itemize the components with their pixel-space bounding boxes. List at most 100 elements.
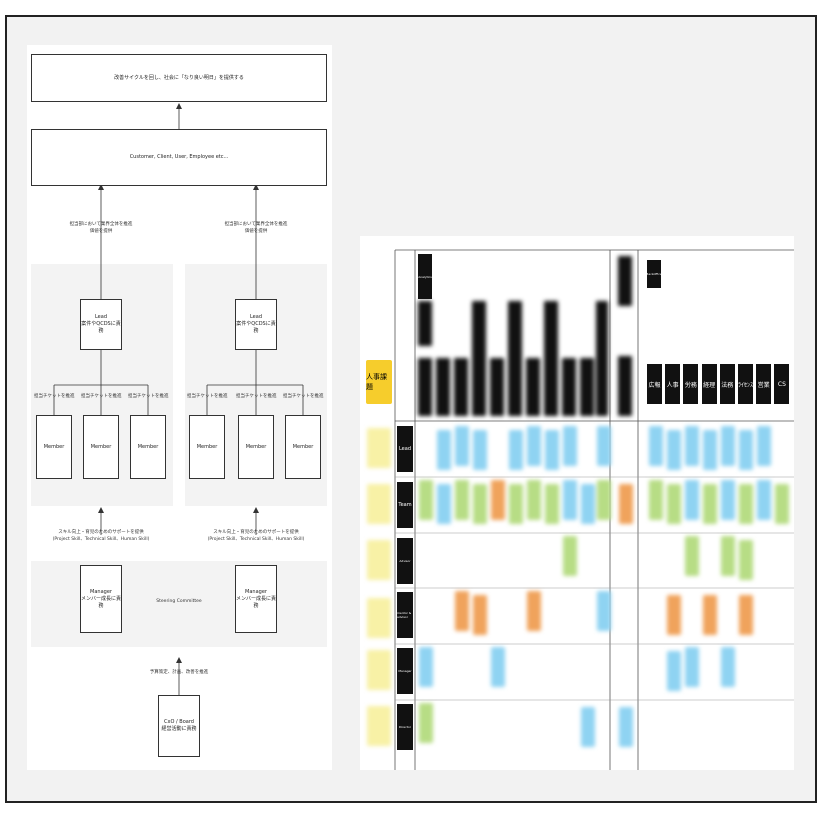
- sticky-note: [685, 480, 699, 520]
- board-box: CxO / Board 経営活動に責務: [158, 695, 200, 757]
- analytics-tag: Analytics: [418, 254, 432, 299]
- sticky-note: [455, 480, 469, 520]
- org-diagram-panel: 改善サイクルを回し、社会に「なり良い明日」を提供する Customer, Cli…: [27, 45, 332, 770]
- dept-label: 営業: [756, 364, 772, 404]
- sticky-note: [563, 426, 577, 466]
- manager-box-right: Manager メンバー成長に責務: [235, 565, 277, 633]
- ticket-label: 担当チケットを推進: [34, 394, 75, 399]
- dept-label: 法務: [719, 364, 735, 404]
- member-box: Member: [36, 415, 72, 479]
- sticky-note: [527, 591, 541, 631]
- sticky-note: [473, 430, 487, 470]
- row-label: Director: [397, 704, 413, 750]
- customer-text: Customer, Client, User, Employee etc...: [129, 154, 229, 160]
- sticky-note: [739, 540, 753, 580]
- sticky-note: [667, 595, 681, 635]
- steering-committee-label: Steering Committee: [156, 599, 202, 604]
- manager-text: Manager メンバー成長に責務: [81, 588, 122, 609]
- sticky-note: [739, 484, 753, 524]
- sticky-note: [545, 484, 559, 524]
- dept-label: 広報: [647, 364, 662, 404]
- sticky-note: [527, 480, 541, 520]
- ticket-label: 担当チケットを推進: [187, 394, 228, 399]
- sticky-note: [685, 536, 699, 576]
- sticky-note: [757, 426, 771, 466]
- lead-box-right: Lead 案件やQCDSに責務: [235, 299, 277, 350]
- member-box: Member: [83, 415, 119, 479]
- dept-label: CS: [774, 364, 790, 404]
- skill-text-right: スキル向上・育児のためのサポートを提供 (Project Skill、Techn…: [207, 530, 305, 542]
- ticket-label: 担当チケットを推進: [128, 394, 169, 399]
- sticky-note: [419, 480, 433, 520]
- row-label: Manager: [397, 648, 413, 694]
- skill-text-left: スキル向上・育児のためのサポートを提供 (Project Skill、Techn…: [52, 530, 150, 542]
- value-text-left: 担当部において業界全体を推進 価値を提供: [69, 222, 133, 234]
- sticky-note: [419, 703, 433, 743]
- sticky-note: [721, 536, 735, 576]
- customer-box: Customer, Client, User, Employee etc...: [31, 129, 327, 186]
- sticky-note: [721, 480, 735, 520]
- row-label: mentor & advisor: [397, 592, 413, 638]
- sticky-note: [757, 480, 771, 520]
- vision-text: 改善サイクルを回し、社会に「なり良い明日」を提供する: [114, 74, 244, 81]
- manager-box-left: Manager メンバー成長に責務: [80, 565, 122, 633]
- board-label: CxO / Board 経営活動に責務: [161, 719, 197, 732]
- sticky-note: [619, 707, 633, 747]
- sticky-note: [667, 651, 681, 691]
- sticky-note: [545, 430, 559, 470]
- hr-issue-tag: 人事課題: [366, 360, 392, 404]
- member-box: Member: [130, 415, 166, 479]
- sticky-note: [775, 484, 789, 524]
- sticky-note: [649, 480, 663, 520]
- sticky-note: [597, 480, 611, 520]
- sticky-note: [703, 484, 717, 524]
- sticky-note: [619, 484, 633, 524]
- member-text: Member: [292, 443, 314, 450]
- sticky-note: [473, 484, 487, 524]
- dept-label: ﾗｲｾﾝｽ: [738, 364, 753, 404]
- member-text: Member: [90, 443, 112, 450]
- member-text: Member: [137, 443, 159, 450]
- matrix-board-panel: Analytics Backoffice 人事課題 広報人事労務経理法務ﾗｲｾﾝ…: [360, 236, 794, 770]
- value-text-right: 担当部において業界全体を推進 価値を提供: [224, 222, 288, 234]
- lead-text: Lead 案件やQCDSに責務: [81, 314, 121, 334]
- sticky-note: [721, 647, 735, 687]
- row-label: Lead: [397, 426, 413, 472]
- dept-label: 経理: [701, 364, 717, 404]
- row-label: Advisor: [397, 538, 413, 584]
- member-text: Member: [196, 443, 218, 450]
- sticky-note: [703, 595, 717, 635]
- diagram-connectors: [53, 103, 304, 695]
- sticky-note: [667, 484, 681, 524]
- manager-text: Manager メンバー成長に責務: [236, 588, 277, 609]
- sticky-note: [703, 430, 717, 470]
- sticky-note: [563, 480, 577, 520]
- sticky-note: [509, 430, 523, 470]
- member-box: Member: [189, 415, 225, 479]
- sticky-note: [437, 484, 451, 524]
- sticky-note: [491, 647, 505, 687]
- lead-box-left: Lead 案件やQCDSに責務: [80, 299, 122, 350]
- vision-box: 改善サイクルを回し、社会に「なり良い明日」を提供する: [31, 54, 327, 102]
- sticky-note: [419, 647, 433, 687]
- sticky-note: [597, 591, 611, 631]
- ticket-label: 担当チケットを推進: [283, 394, 324, 399]
- sticky-note: [739, 595, 753, 635]
- row-label: Team: [397, 482, 413, 528]
- dept-label: 労務: [683, 364, 699, 404]
- sticky-note: [455, 591, 469, 631]
- sticky-note: [473, 595, 487, 635]
- member-text: Member: [43, 443, 65, 450]
- sticky-note: [721, 426, 735, 466]
- sticky-note: [455, 426, 469, 466]
- sticky-note: [685, 426, 699, 466]
- sticky-note: [667, 430, 681, 470]
- sticky-note: [509, 484, 523, 524]
- sticky-note: [581, 484, 595, 524]
- sticky-note: [563, 536, 577, 576]
- ticket-label: 担当チケットを推進: [236, 394, 277, 399]
- sticky-note: [581, 707, 595, 747]
- member-box: Member: [238, 415, 274, 479]
- sticky-note: [437, 430, 451, 470]
- sticky-note: [597, 426, 611, 466]
